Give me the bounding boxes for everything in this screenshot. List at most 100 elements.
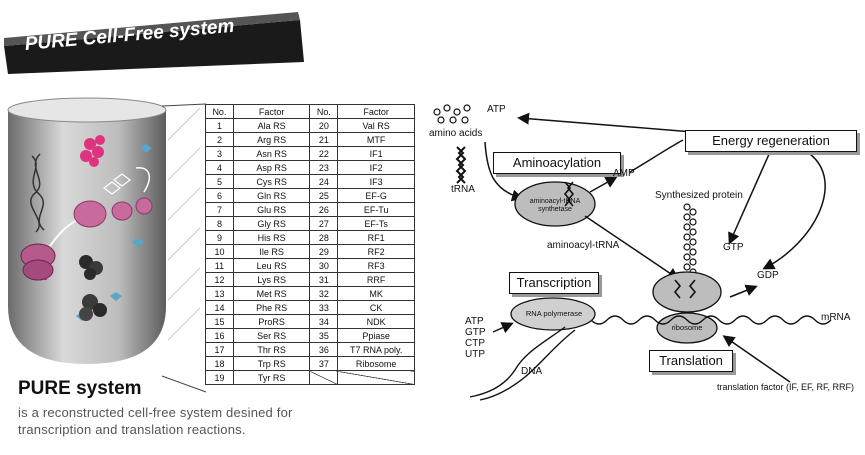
- factor-number-cell: 20: [309, 118, 339, 133]
- atp-top-label: ATP: [487, 104, 506, 115]
- factor-number-cell: 27: [309, 216, 339, 231]
- energy-regeneration-box: Energy regeneration: [685, 130, 857, 152]
- factor-number-cell: 8: [205, 216, 234, 231]
- amp-label: AMP: [613, 168, 635, 179]
- factor-number-cell: 9: [205, 230, 234, 245]
- factor-name-cell: Asp RS: [232, 160, 311, 175]
- amino-acids-label: amino acids: [429, 128, 483, 139]
- ntp-atp-label: ATP: [465, 316, 484, 327]
- factor-name-cell: Ppiase: [337, 328, 415, 343]
- factor-name-cell: Ala RS: [232, 118, 311, 133]
- factor-number-cell: 3: [205, 146, 234, 161]
- factor-name-cell: Ile RS: [232, 244, 311, 259]
- factor-name-cell: ProRS: [232, 314, 311, 329]
- table-header-row: No. Factor No. Factor: [205, 104, 415, 119]
- factor-number-cell: 18: [205, 356, 234, 371]
- process-diagram: ATP amino acids tRNA Aminoacylation amin…: [425, 92, 865, 407]
- translation-factor-label: translation factor (IF, EF, RF, RRF): [717, 382, 855, 392]
- factor-number-cell: 36: [309, 342, 339, 357]
- zoom-lines: [161, 103, 207, 393]
- factor-name-cell: MTF: [337, 132, 415, 147]
- diagram-arrows: [433, 104, 832, 401]
- factor-name-cell: IF3: [337, 174, 415, 189]
- gtp-label: GTP: [723, 242, 744, 253]
- factor-number-cell: 37: [309, 356, 339, 371]
- factor-name-cell: IF2: [337, 160, 415, 175]
- factor-name-cell: RF3: [337, 258, 415, 273]
- translation-box: Translation: [649, 350, 733, 372]
- factor-number-cell: 25: [309, 188, 339, 203]
- factor-number-cell: 6: [205, 188, 234, 203]
- summary-title: PURE system: [18, 378, 142, 399]
- gdp-label: GDP: [757, 270, 779, 281]
- factor-number-cell: 5: [205, 174, 234, 189]
- amino-acid-circles: [433, 104, 471, 124]
- factor-number-cell: 17: [205, 342, 234, 357]
- factor-number-cell: 19: [205, 370, 234, 385]
- aminoacyl-trna-label: aminoacyl-tRNA: [547, 240, 620, 251]
- rna-polymerase-label: RNA polymerase: [525, 309, 583, 318]
- factor-name-cell: Gly RS: [232, 216, 311, 231]
- factor-number-cell: 7: [205, 202, 234, 217]
- header-no-1: No.: [205, 104, 234, 119]
- factor-number-cell: 21: [309, 132, 339, 147]
- factor-name-cell: Lys RS: [232, 272, 311, 287]
- factor-name-cell: Val RS: [337, 118, 415, 133]
- ntp-utp-label: UTP: [465, 349, 485, 360]
- ntp-gtp-label: GTP: [465, 327, 486, 338]
- factor-number-cell: 34: [309, 314, 339, 329]
- title-banner: [4, 12, 304, 74]
- factor-name-cell: EF-Tu: [337, 202, 415, 217]
- synthesized-protein-label: Synthesized protein: [655, 190, 743, 201]
- factor-number-cell: 12: [205, 272, 234, 287]
- summary-description: is a reconstructed cell-free system desi…: [18, 404, 378, 438]
- factor-number-cell: 28: [309, 230, 339, 245]
- factor-name-cell: Phe RS: [232, 300, 311, 315]
- factor-name-cell: NDK: [337, 314, 415, 329]
- factor-name-cell: Thr RS: [232, 342, 311, 357]
- factor-number-cell: 24: [309, 174, 339, 189]
- factor-number-cell: 13: [205, 286, 234, 301]
- factor-name-cell: Arg RS: [232, 132, 311, 147]
- factor-number-cell: 31: [309, 272, 339, 287]
- factor-number-cell: 32: [309, 286, 339, 301]
- factor-name-cell: RF2: [337, 244, 415, 259]
- factor-number-cell: 23: [309, 160, 339, 175]
- factor-name-cell: Ser RS: [232, 328, 311, 343]
- factor-name-cell: MK: [337, 286, 415, 301]
- factor-name-cell: Trp RS: [232, 356, 311, 371]
- aminoacylation-box: Aminoacylation: [493, 152, 621, 174]
- factor-number-cell: 16: [205, 328, 234, 343]
- factor-name-cell: Met RS: [232, 286, 311, 301]
- factor-number-cell: 33: [309, 300, 339, 315]
- synthetase-label: aminoacyl-tRNA synthetase: [529, 198, 581, 213]
- factor-number-cell: 14: [205, 300, 234, 315]
- factor-name-cell: Asn RS: [232, 146, 311, 161]
- trna-label: tRNA: [451, 184, 475, 195]
- factor-name-cell: CK: [337, 300, 415, 315]
- factor-number-cell: [309, 370, 339, 385]
- factor-name-cell: T7 RNA poly.: [337, 342, 415, 357]
- header-no-2: No.: [309, 104, 339, 119]
- factor-name-cell: Tyr RS: [232, 370, 311, 385]
- factor-number-cell: 2: [205, 132, 234, 147]
- factor-number-cell: 29: [309, 244, 339, 259]
- factor-number-cell: 30: [309, 258, 339, 273]
- factor-number-cell: 11: [205, 258, 234, 273]
